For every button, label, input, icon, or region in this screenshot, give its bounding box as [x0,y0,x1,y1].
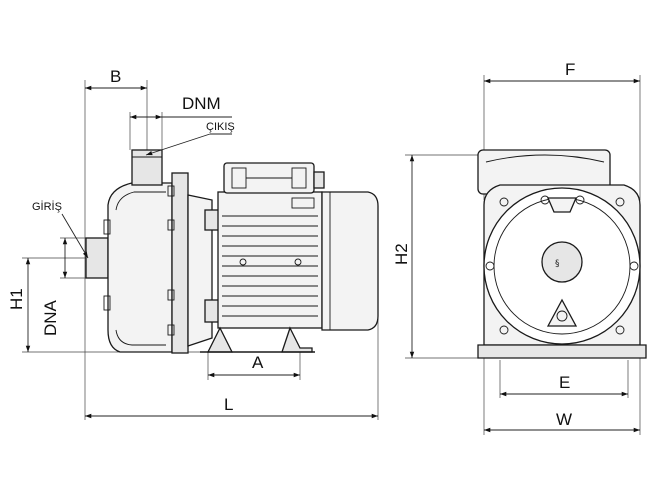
motor-body [217,191,323,329]
label-DNA: DNA [41,299,60,336]
label-outlet: ÇIKIŞ [206,121,235,133]
drain-plug [546,298,578,327]
label-H2: H2 [392,243,411,265]
label-W: W [556,410,572,429]
dimension-labels: B DNM ÇIKIŞ GİRİŞ H1 DNA A L F H2 E W [7,60,575,429]
svg-text:§: § [555,259,560,269]
side-view [22,80,379,420]
label-H1: H1 [7,288,26,310]
label-E: E [559,373,570,392]
front-base [477,344,647,359]
bolt-holes [485,195,639,335]
fan-cover [321,191,379,331]
label-inlet: GİRİŞ [32,200,62,213]
cooling-fins [222,215,318,317]
center-hub [541,241,583,283]
pump-casing [107,182,173,353]
label-F: F [565,60,575,79]
lifting-eye [547,197,577,213]
label-DNM: DNM [182,94,221,113]
front-view: § [405,75,647,435]
outlet-pipe [131,149,163,186]
label-L: L [224,395,233,414]
inlet-pipe [85,237,109,279]
label-B: B [110,67,121,86]
dimension-lines [25,78,640,433]
pump-foot [281,326,313,353]
label-A: A [252,353,264,372]
